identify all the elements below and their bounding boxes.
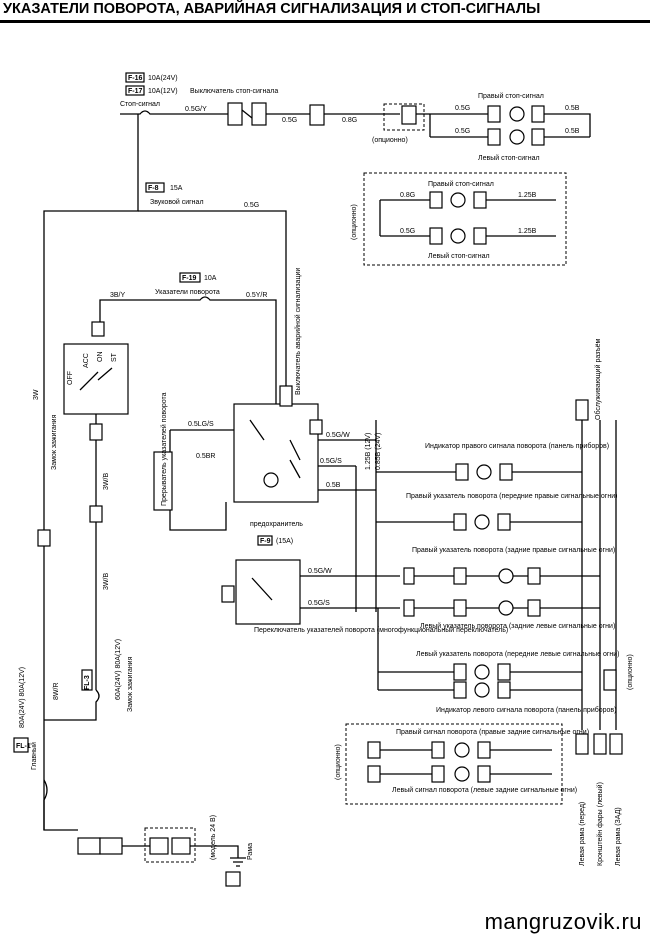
fuse-fl1: FL-1 80A(24V) 80A(12V) Главный <box>13 667 38 770</box>
svg-text:Правый сигнал поворота (правые: Правый сигнал поворота (правые задние си… <box>396 728 589 736</box>
svg-text:0.5G: 0.5G <box>400 228 415 235</box>
brake-switch <box>227 102 267 126</box>
svg-text:Стоп-сигнал: Стоп-сигнал <box>120 101 160 108</box>
svg-text:Правый стоп-сигнал: Правый стоп-сигнал <box>428 180 494 188</box>
svg-text:Указатели поворота: Указатели поворота <box>155 289 220 296</box>
svg-text:Обслуживающий разъём: Обслуживающий разъём <box>594 339 602 420</box>
svg-text:предохранитель: предохранитель <box>250 521 303 528</box>
svg-text:Левая рама (перед): Левая рама (перед) <box>579 802 586 866</box>
svg-text:1.25B: 1.25B <box>518 192 537 199</box>
svg-text:F-19: F-19 <box>182 275 197 282</box>
svg-text:(опционно): (опционно) <box>627 654 634 690</box>
svg-text:Выключатель аварийной сигнализ: Выключатель аварийной сигнализации <box>294 268 302 395</box>
svg-text:0.5G: 0.5G <box>244 202 259 209</box>
fuse-f16-f17: F-16 10A(24V) F-17 10A(12V) Стоп-сигнал <box>120 72 178 108</box>
svg-text:Замок зажигания: Замок зажигания <box>127 656 134 712</box>
svg-text:0.5B: 0.5B <box>565 105 580 112</box>
svg-text:0.5G/W: 0.5G/W <box>308 568 332 575</box>
svg-text:3W: 3W <box>33 389 40 400</box>
svg-text:0.5B: 0.5B <box>565 128 580 135</box>
svg-text:3W/B: 3W/B <box>103 573 110 590</box>
svg-text:(15A): (15A) <box>276 538 293 545</box>
svg-text:0.5G: 0.5G <box>282 117 297 124</box>
svg-text:FL-1: FL-1 <box>16 743 31 750</box>
svg-text:(опционно): (опционно) <box>335 744 342 780</box>
svg-text:0.5G/S: 0.5G/S <box>308 600 330 607</box>
svg-text:Правый стоп-сигнал: Правый стоп-сигнал <box>478 92 544 100</box>
svg-text:OFF: OFF <box>67 371 74 385</box>
svg-text:Индикатор левого сигнала повор: Индикатор левого сигнала поворота (панел… <box>436 706 616 714</box>
svg-text:FL-3: FL-3 <box>84 675 91 690</box>
left-stop-lamp <box>487 128 545 146</box>
svg-text:10A: 10A <box>204 275 217 282</box>
svg-text:(модель 24 В): (модель 24 В) <box>210 815 217 860</box>
svg-text:0.5BR: 0.5BR <box>196 453 215 460</box>
svg-text:F-9: F-9 <box>260 538 271 545</box>
svg-text:0.5G: 0.5G <box>455 128 470 135</box>
svg-text:1.25B (12V): 1.25B (12V) <box>365 433 372 470</box>
svg-text:(опционно): (опционно) <box>351 204 358 240</box>
svg-text:8W/R: 8W/R <box>53 683 60 701</box>
svg-text:3W/B: 3W/B <box>103 473 110 490</box>
svg-text:Звуковой сигнал: Звуковой сигнал <box>150 198 204 206</box>
svg-text:Левый указатель поворота (пере: Левый указатель поворота (передние левые… <box>416 650 620 658</box>
svg-text:(опционно): (опционно) <box>372 137 408 144</box>
right-stop-lamp <box>487 105 545 123</box>
svg-text:0.8G: 0.8G <box>342 117 357 124</box>
svg-text:Левый указатель поворота (задн: Левый указатель поворота (задние левые с… <box>420 622 615 630</box>
svg-text:80A(24V) 80A(12V): 80A(24V) 80A(12V) <box>19 667 26 728</box>
fuse-f19: F-19 10A Указатели поворота <box>155 272 220 296</box>
svg-text:10A(24V): 10A(24V) <box>148 75 178 82</box>
svg-text:0.5G/W: 0.5G/W <box>326 432 350 439</box>
svg-text:Выключатель стоп-сигнала: Выключатель стоп-сигнала <box>190 88 278 95</box>
hazard-switch <box>233 385 323 503</box>
svg-text:0.8G: 0.8G <box>400 192 415 199</box>
turn-signal-switch <box>221 559 301 625</box>
svg-text:Левый сигнал поворота (левые з: Левый сигнал поворота (левые задние сигн… <box>392 786 577 794</box>
svg-text:10A(12V): 10A(12V) <box>148 88 178 95</box>
flasher-relay: Прерыватель указателей поворота <box>153 392 173 511</box>
svg-text:0.5B: 0.5B <box>326 482 341 489</box>
page-title: УКАЗАТЕЛИ ПОВОРОТА, АВАРИЙНАЯ СИГНАЛИЗАЦ… <box>3 1 541 17</box>
ignition-switch: OFF ACC ON ST <box>63 343 129 415</box>
svg-text:0.5LG/S: 0.5LG/S <box>188 421 214 428</box>
svg-text:0.5Y/R: 0.5Y/R <box>246 292 267 299</box>
fuse-f8: F-8 15A Звуковой сигнал <box>145 182 204 206</box>
svg-text:Левый стоп-сигнал: Левый стоп-сигнал <box>478 154 540 162</box>
svg-text:0.5G/Y: 0.5G/Y <box>185 106 207 113</box>
svg-text:ON: ON <box>97 352 104 363</box>
svg-text:Главный: Главный <box>30 742 38 770</box>
svg-text:3B/Y: 3B/Y <box>110 292 126 299</box>
svg-text:Замок зажигания: Замок зажигания <box>51 414 58 470</box>
svg-text:F-16: F-16 <box>128 75 143 82</box>
svg-text:Правый указатель поворота (пер: Правый указатель поворота (передние прав… <box>406 492 617 500</box>
title-rule <box>0 20 650 23</box>
svg-text:1.25B: 1.25B <box>518 228 537 235</box>
svg-text:Правый указатель поворота (зад: Правый указатель поворота (задние правые… <box>412 546 615 554</box>
svg-text:Индикатор правого сигнала пово: Индикатор правого сигнала поворота (пане… <box>425 442 609 450</box>
svg-text:Переключатель указателей повор: Переключатель указателей поворота (много… <box>254 626 508 634</box>
svg-text:Кронштейн фары (левый): Кронштейн фары (левый) <box>596 782 604 866</box>
svg-text:Прерыватель указателей поворот: Прерыватель указателей поворота <box>160 392 168 506</box>
svg-text:0.5G/S: 0.5G/S <box>320 458 342 465</box>
svg-text:ST: ST <box>111 352 118 362</box>
svg-text:Левый стоп-сигнал: Левый стоп-сигнал <box>428 252 490 260</box>
svg-text:F-8: F-8 <box>148 185 159 192</box>
svg-text:60A(24V) 80A(12V): 60A(24V) 80A(12V) <box>115 639 122 700</box>
svg-text:F-17: F-17 <box>128 88 143 95</box>
svg-text:0.85B (24V): 0.85B (24V) <box>375 433 382 470</box>
fuse-fl3: FL-3 60A(24V) 80A(12V) Замок зажигания <box>81 639 134 712</box>
svg-text:0.5G: 0.5G <box>455 105 470 112</box>
svg-text:Левая рама (ЗАД): Левая рама (ЗАД) <box>615 807 622 866</box>
svg-text:ACC: ACC <box>83 353 90 368</box>
watermark: mangruzovik.ru <box>484 909 642 934</box>
svg-text:Рама: Рама <box>247 843 254 860</box>
svg-text:15A: 15A <box>170 185 183 192</box>
